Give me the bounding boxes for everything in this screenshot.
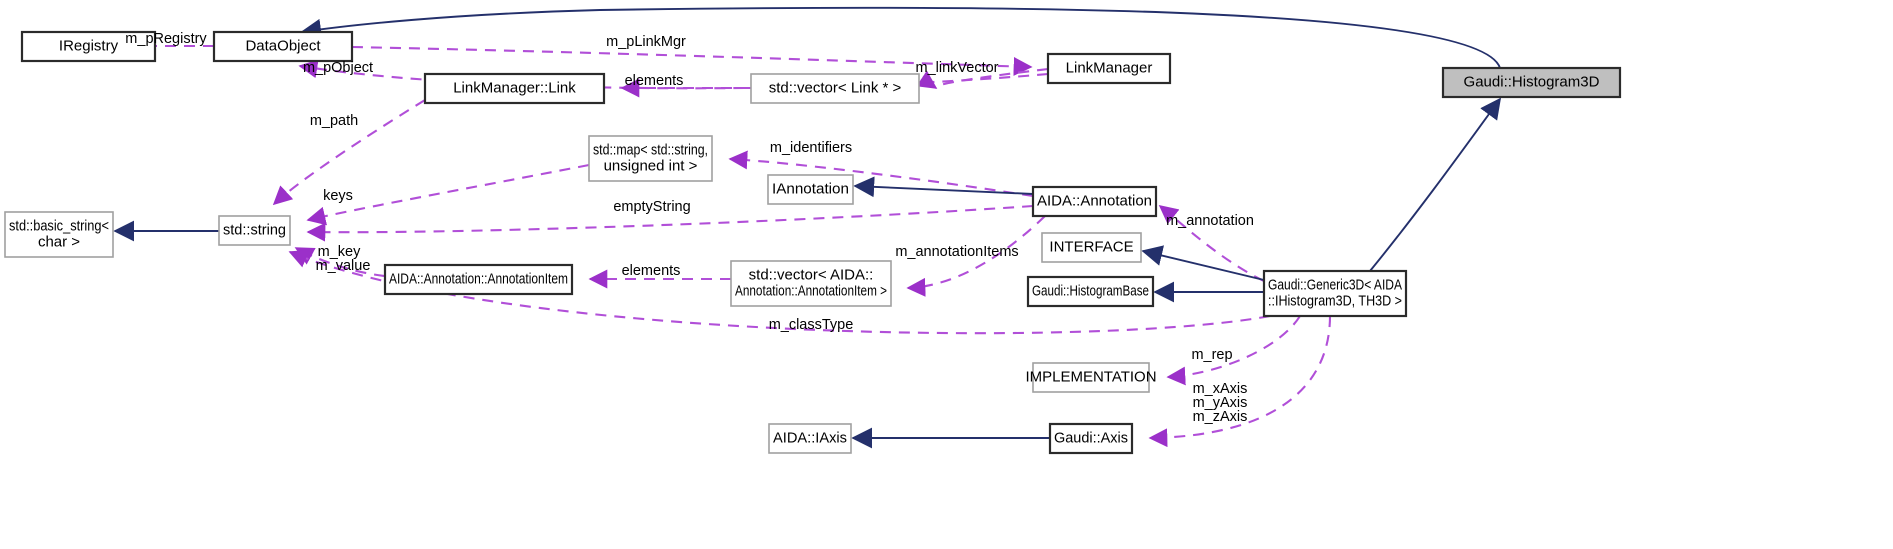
edge-annotation-vectorannitem [906, 215, 1046, 297]
class-node-label: char > [38, 233, 80, 250]
class-node-implementation[interactable]: IMPLEMENTATION [1025, 362, 1157, 393]
edge-label-lbl-mxaxis: m_xAxis [1193, 381, 1248, 397]
edge-generic3d-histogram3d [1369, 97, 1502, 272]
class-node-box [730, 260, 892, 307]
edge-generic3d-annotation [1158, 205, 1265, 282]
inheritance-edges [113, 6, 1502, 449]
class-node-linkmanager[interactable]: LinkManager [1046, 52, 1172, 85]
edge-label-lbl-mlinkvector: m_linkVector [915, 60, 998, 76]
class-node-label: IMPLEMENTATION [1025, 368, 1156, 385]
class-node-box [423, 72, 606, 105]
class-node-label: std::vector< Link * > [769, 79, 902, 96]
class-node-label: unsigned int > [604, 157, 698, 174]
class-node-dataobject[interactable]: DataObject [212, 30, 354, 63]
edge-label-lbl-mpregistry: m_pRegistry [125, 31, 207, 47]
usage-edges [103, 36, 1332, 448]
class-node-label: AIDA::Annotation [1037, 192, 1152, 209]
edge-generic3d-stdstring [288, 249, 1271, 335]
edge-generic3d-gaudiaxis [1148, 315, 1332, 448]
class-node-gaudiaxis[interactable]: Gaudi::Axis [1048, 422, 1134, 455]
edge-label-lbl-myaxis: m_yAxis [1193, 395, 1248, 411]
class-node-box [1032, 362, 1150, 393]
class-node-label: std::string [223, 221, 286, 238]
edge-labels: m_pRegistry m_pLinkMgr m_pObject m_linkVect… [125, 31, 1254, 425]
edge-label-lbl-keys: keys [323, 188, 353, 204]
edge-label-lbl-mplinkmgr: m_pLinkMgr [606, 34, 686, 50]
class-node-label: Annotation::AnnotationItem > [735, 282, 887, 299]
class-node-mapstringuint[interactable]: std::map< std::string,unsigned int > [588, 135, 713, 182]
class-node-box [4, 211, 114, 258]
class-node-box [1262, 269, 1408, 318]
class-node-vectorlink[interactable]: std::vector< Link * > [750, 73, 920, 104]
edge-linkmanager-dataobject [298, 59, 1049, 90]
class-node-aidaannotation[interactable]: AIDA::Annotation [1031, 185, 1158, 218]
edge-label-lbl-mzaxis: m_zAxis [1193, 409, 1248, 425]
class-node-label: DataObject [245, 37, 321, 54]
class-node-label: INTERFACE [1049, 238, 1133, 255]
class-node-box [750, 73, 920, 104]
class-node-interface[interactable]: INTERFACE [1041, 232, 1142, 263]
edge-histogram3d-dataobject [300, 6, 1501, 69]
class-node-box [1026, 275, 1155, 308]
class-node-label: Gaudi::Axis [1054, 429, 1128, 446]
edge-label-lbl-mkey: m_key [318, 244, 361, 260]
class-node-box [218, 215, 291, 246]
edge-generic3d-interface [1141, 245, 1265, 281]
class-node-label: std::map< std::string, [593, 141, 708, 158]
class-node-vectorannitem[interactable]: std::vector< AIDA::Annotation::Annotatio… [730, 260, 892, 307]
edge-label-lbl-elements-annitem: elements [622, 263, 681, 279]
class-node-generic3d[interactable]: Gaudi::Generic3D< AIDA::IHistogram3D, TH… [1262, 269, 1408, 318]
edge-annotation-stdstring [306, 204, 1034, 242]
class-node-histogram3d[interactable]: Gaudi::Histogram3D [1441, 66, 1622, 99]
class-node-label: Gaudi::HistogramBase [1032, 282, 1149, 299]
edge-label-lbl-mvalue: m_value [316, 258, 371, 274]
edge-label-lbl-midentifiers: m_identifiers [770, 140, 852, 156]
edge-label-lbl-mpobject: m_pObject [303, 60, 373, 76]
class-node-label: AIDA::Annotation::AnnotationItem [389, 270, 568, 287]
class-node-label: LinkManager [1066, 59, 1153, 76]
class-node-label: IAnnotation [772, 180, 849, 197]
class-node-box [383, 263, 574, 296]
edge-linkmanager-vectorlink [916, 67, 1049, 90]
edge-label-lbl-mannotation: m_annotation [1166, 213, 1254, 229]
class-node-box [212, 30, 354, 63]
class-node-basicstring[interactable]: std::basic_string<char > [4, 211, 114, 258]
edge-map-stdstring [306, 163, 590, 226]
edge-label-lbl-mannotationitems: m_annotationItems [895, 244, 1018, 260]
class-node-iannotation[interactable]: IAnnotation [767, 174, 854, 205]
class-node-label: Gaudi::Generic3D< AIDA [1268, 276, 1402, 293]
class-node-label: std::vector< AIDA:: [749, 266, 874, 283]
edge-annotation-map [728, 150, 1034, 198]
class-node-label: std::basic_string< [9, 217, 109, 234]
class-node-label: ::IHistogram3D, TH3D > [1268, 292, 1402, 309]
edge-label-lbl-mrep: m_rep [1191, 347, 1232, 363]
edge-label-lbl-mclasstype: m_classType [769, 317, 854, 333]
class-node-annotationitem[interactable]: AIDA::Annotation::AnnotationItem [383, 263, 574, 296]
class-node-box [767, 174, 854, 205]
class-node-box [768, 423, 852, 454]
edge-label-lbl-mpath: m_path [310, 113, 358, 129]
class-node-iregistry[interactable]: IRegistry [20, 30, 157, 63]
class-node-label: LinkManager::Link [453, 79, 576, 96]
class-node-label: Gaudi::Histogram3D [1464, 73, 1600, 90]
class-node-box [20, 30, 157, 63]
class-node-box [1441, 66, 1622, 99]
class-node-box [1048, 422, 1134, 455]
class-node-box [1031, 185, 1158, 218]
class-node-linkmanagerlink[interactable]: LinkManager::Link [423, 72, 606, 105]
edge-linkmanagerlink-stdstring [272, 99, 426, 206]
class-node-label: IRegistry [59, 37, 119, 54]
edge-label-lbl-emptystring: emptyString [613, 199, 690, 215]
class-node-box [1046, 52, 1172, 85]
class-node-histogrambase[interactable]: Gaudi::HistogramBase [1026, 275, 1155, 308]
class-node-label: AIDA::IAxis [773, 429, 847, 446]
class-node-aidaiaxis[interactable]: AIDA::IAxis [768, 423, 852, 454]
edge-label-lbl-elements-link: elements [625, 73, 684, 89]
class-node-box [1041, 232, 1142, 263]
class-node-stdstring[interactable]: std::string [218, 215, 291, 246]
class-node-box [588, 135, 713, 182]
edge-annotation-iannotation [853, 176, 1034, 198]
